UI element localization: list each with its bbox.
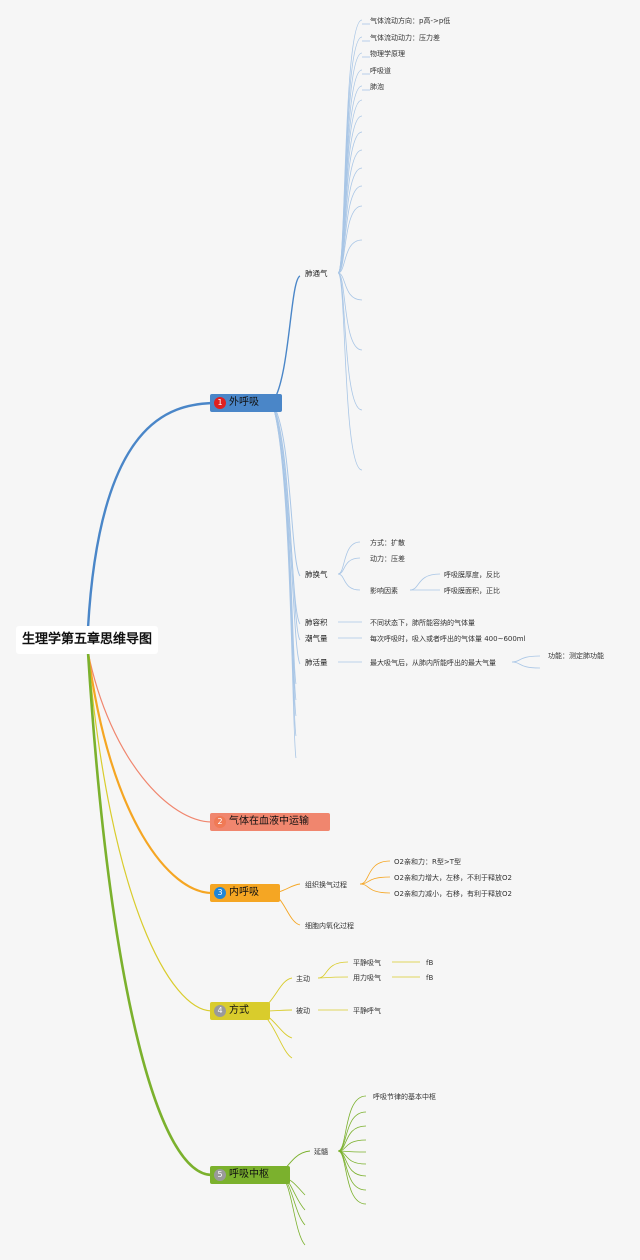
leaf-vital-capacity-desc[interactable]: 最大吸气后，从肺内所能呼出的最大气量: [370, 659, 496, 667]
connector-line: [271, 275, 301, 404]
connector-line: [271, 402, 301, 665]
leaf-lung-volume-desc[interactable]: 不同状态下，肺所能容纳的气体量: [370, 619, 475, 627]
subtopic-tidal-volume[interactable]: 潮气量: [305, 634, 328, 643]
connector-line: [337, 541, 361, 575]
topic-internal-respiration[interactable]: 3 内呼吸: [210, 884, 280, 902]
leaf-alveoli[interactable]: 肺泡: [370, 83, 384, 91]
connector-line: [86, 651, 213, 1177]
subtopic-passive-breathing[interactable]: 被动: [296, 1007, 310, 1015]
leaf-quiet-inspiration-tag: fB: [426, 959, 434, 967]
leaf-airway[interactable]: 呼吸道: [370, 67, 391, 75]
connector-line: [271, 402, 301, 577]
priority-2-icon: 2: [214, 816, 226, 828]
priority-1-icon: 1: [214, 397, 226, 409]
connector-line: [86, 401, 213, 629]
connector-line: [337, 557, 361, 575]
connector-line: [337, 1111, 367, 1152]
subtopic-medulla[interactable]: 延髓: [314, 1148, 328, 1156]
connector-line: [337, 1150, 367, 1205]
topic-label: 呼吸中枢: [229, 1169, 269, 1180]
connector-line: [279, 1174, 306, 1246]
root-topic[interactable]: 生理学第五章思维导图: [16, 626, 158, 654]
connector-line: [87, 651, 213, 1012]
connector-line: [337, 573, 361, 591]
connector-line: [511, 661, 541, 669]
topic-respiratory-center[interactable]: 5 呼吸中枢: [210, 1166, 290, 1184]
leaf-flow-direction[interactable]: 气体流动方向：p高->p低: [370, 17, 451, 25]
connector-line: [317, 961, 349, 979]
leaf-physics-principle[interactable]: 物理学原理: [370, 50, 405, 58]
leaf-flow-force[interactable]: 气体流动动力：压力差: [370, 34, 440, 42]
connector-line: [337, 1150, 367, 1153]
topic-label: 外呼吸: [229, 397, 259, 408]
connector-line: [337, 272, 363, 351]
priority-5-icon: 5: [214, 1169, 226, 1181]
topic-breathing-mode[interactable]: 4 方式: [210, 1002, 270, 1020]
connector-line: [87, 651, 213, 823]
connector-line: [337, 19, 363, 274]
connector-line: [337, 239, 363, 274]
connector-line: [86, 651, 213, 895]
priority-4-icon: 4: [214, 1005, 226, 1017]
connector-line: [271, 402, 297, 759]
leaf-basic-rhythm-center[interactable]: 呼吸节律的基本中枢: [373, 1093, 436, 1101]
leaf-exchange-method[interactable]: 方式：扩散: [370, 539, 405, 547]
leaf-exchange-force[interactable]: 动力：压差: [370, 555, 405, 563]
subtopic-active-breathing[interactable]: 主动: [296, 975, 310, 983]
connector-line: [337, 1125, 367, 1152]
topic-label: 气体在血液中运输: [229, 816, 309, 827]
subtopic-lung-volume[interactable]: 肺容积: [305, 618, 328, 627]
connector-line: [271, 402, 301, 641]
leaf-forced-inspiration[interactable]: 用力吸气: [353, 974, 381, 982]
topic-label: 方式: [229, 1005, 249, 1016]
subtopic-pulmonary-ventilation[interactable]: 肺通气: [305, 269, 328, 278]
subtopic-vital-capacity[interactable]: 肺活量: [305, 658, 328, 667]
subtopic-cellular-oxidation[interactable]: 细胞内氧化过程: [305, 922, 354, 930]
leaf-tidal-volume-desc[interactable]: 每次呼吸时，吸入或者呼出的气体量 400~600ml: [370, 635, 526, 643]
connector-line: [359, 860, 391, 885]
connector-line: [337, 272, 363, 471]
leaf-membrane-area[interactable]: 呼吸膜面积，正比: [444, 587, 500, 595]
leaf-forced-inspiration-tag: fB: [426, 974, 434, 982]
leaf-affinity-left-shift[interactable]: O2亲和力增大，左移，不利于释放O2: [394, 874, 512, 882]
subtopic-tissue-exchange[interactable]: 组织换气过程: [305, 881, 347, 889]
leaf-quiet-inspiration[interactable]: 平静吸气: [353, 959, 381, 967]
connector-line: [359, 876, 391, 885]
leaf-affinity-right-shift[interactable]: O2亲和力减小，右移，有利于释放O2: [394, 890, 512, 898]
topic-outer-respiration[interactable]: 1 外呼吸: [210, 394, 282, 412]
leaf-affinity-r-t[interactable]: O2亲和力：R型>T型: [394, 858, 461, 866]
priority-3-icon: 3: [214, 887, 226, 899]
subtopic-gas-exchange[interactable]: 肺换气: [305, 570, 328, 579]
connector-line: [409, 573, 441, 591]
connector-line: [337, 205, 363, 274]
topic-gas-transport[interactable]: 2 气体在血液中运输: [210, 813, 330, 831]
connector-line: [511, 655, 541, 663]
connector-line: [359, 883, 391, 894]
leaf-membrane-thickness[interactable]: 呼吸膜厚度，反比: [444, 571, 500, 579]
leaf-vital-capacity-function[interactable]: 功能：测定肺功能: [548, 652, 604, 660]
connector-line: [317, 976, 349, 979]
topic-label: 内呼吸: [229, 887, 259, 898]
leaf-quiet-expiration[interactable]: 平静呼气: [353, 1007, 381, 1015]
leaf-influencing-factors[interactable]: 影响因素: [370, 587, 398, 595]
